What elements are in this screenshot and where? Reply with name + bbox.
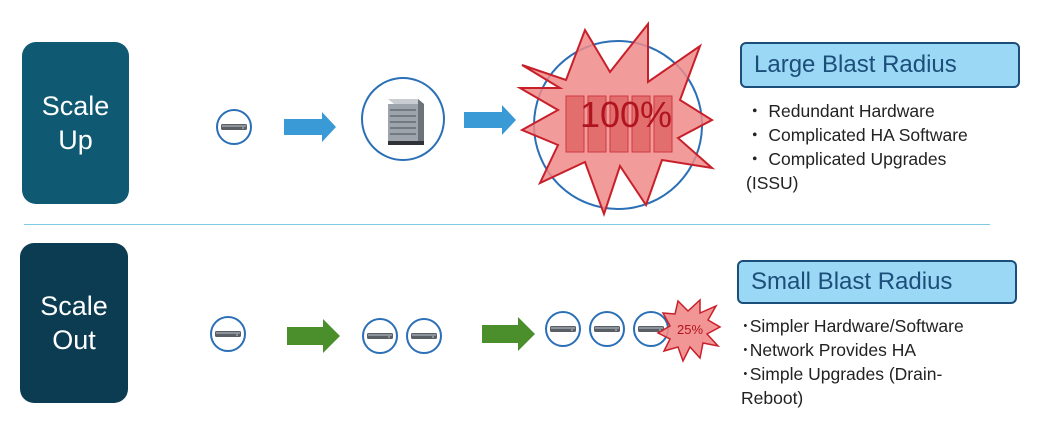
arrow-right-icon: [464, 105, 516, 135]
list-item: ･Network Provides HA: [741, 340, 917, 360]
blast-radius-100-icon: 100%: [516, 21, 716, 218]
list-item: ･Simpler Hardware/Software: [741, 316, 964, 336]
list-item: ・ Complicated HA Software: [746, 125, 968, 145]
small-blast-radius-title-text: Small Blast Radius: [751, 268, 953, 295]
arrow-right-icon: [284, 112, 336, 142]
list-item: ・ Redundant Hardware: [746, 101, 935, 121]
scale-up-label-box: Scale Up: [22, 42, 129, 204]
switch-icon: [216, 109, 252, 145]
switch-row-icon: [545, 311, 669, 347]
list-item: ･Simple Upgrades (Drain- Reboot): [741, 364, 943, 408]
scale-up-label: Scale Up: [41, 91, 110, 155]
blast-percent-large: 100%: [580, 94, 672, 135]
switch-icon: [210, 316, 246, 352]
scale-out-label: Scale Out: [40, 291, 108, 355]
arrow-right-icon: [482, 317, 535, 351]
list-item: ・ Complicated Upgrades (ISSU): [746, 149, 947, 193]
scale-out-label-box: Scale Out: [20, 243, 128, 403]
switch-pair-icon: [362, 318, 442, 354]
blast-radius-25-icon: 25%: [656, 298, 722, 363]
scale-out-bullets: ･Simpler Hardware/Software ･Network Prov…: [741, 314, 964, 410]
chassis-router-icon: [361, 77, 445, 161]
arrow-right-icon: [287, 319, 340, 353]
large-blast-radius-title: Large Blast Radius: [740, 42, 1020, 88]
section-divider: [24, 224, 990, 225]
small-blast-radius-title: Small Blast Radius: [737, 260, 1017, 304]
large-blast-radius-title-text: Large Blast Radius: [754, 51, 957, 78]
blast-percent-small: 25%: [677, 322, 703, 337]
scale-up-bullets: ・ Redundant Hardware ・ Complicated HA So…: [746, 99, 968, 195]
